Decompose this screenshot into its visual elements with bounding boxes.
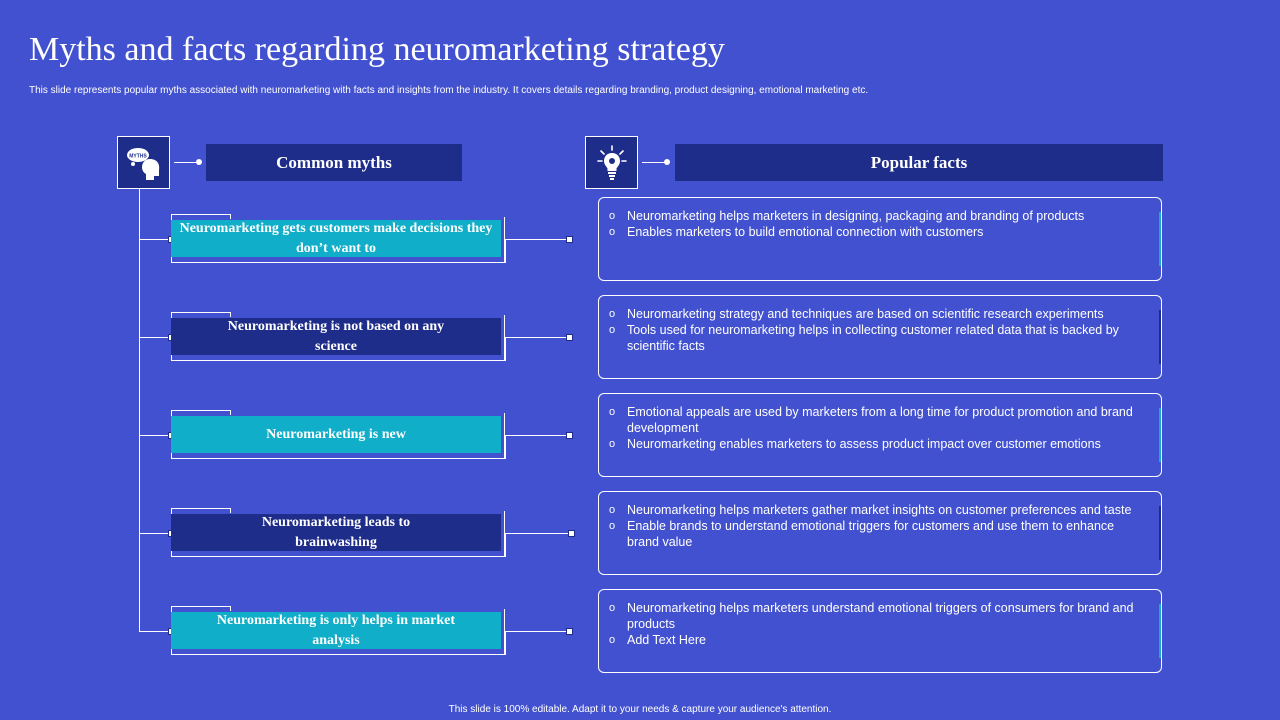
myth-frame-tab [171,410,231,415]
fact-item: Neuromarketing helps marketers understan… [609,600,1147,632]
myth-item: Neuromarketing is not based on any scien… [171,318,501,355]
fact-anchor-node [566,432,573,439]
fact-box-accent [1159,310,1161,364]
fact-box: Neuromarketing strategy and techniques a… [598,295,1162,379]
myth-branch-line [139,337,171,338]
fact-item: Neuromarketing enables marketers to asse… [609,436,1147,452]
fact-item: Tools used for neuromarketing helps in c… [609,322,1147,354]
myth-frame-tab [171,214,231,219]
myth-connector-v [505,435,506,459]
myth-connector-v [505,631,506,655]
myths-header-label: Common myths [276,152,392,172]
fact-item: Enables marketers to build emotional con… [609,224,1147,240]
myth-branch-line [139,631,171,632]
myth-connector-h [505,239,567,240]
facts-header-dot [664,159,670,165]
myths-trunk-line [139,189,140,632]
myth-branch-line [139,239,171,240]
fact-item: Neuromarketing helps marketers in design… [609,208,1147,224]
myth-item: Neuromarketing gets customers make decis… [171,220,501,257]
facts-header-connector [642,162,666,163]
fact-anchor-node [566,628,573,635]
myth-frame-tab [171,508,231,513]
fact-anchor-node [566,334,573,341]
fact-box-accent [1159,506,1161,560]
facts-header-label: Popular facts [870,152,968,172]
fact-box: Neuromarketing helps marketers gather ma… [598,491,1162,575]
fact-item: Neuromarketing strategy and techniques a… [609,306,1147,322]
myths-icon-box: MYTHS [117,136,170,189]
lightbulb-icon [596,144,627,180]
myth-frame-tab [171,312,231,317]
myth-text: Neuromarketing gets customers make decis… [179,220,493,256]
myth-connector-h [505,631,567,632]
footer-note: This slide is 100% editable. Adapt it to… [448,704,832,715]
myths-header: Common myths [206,144,462,181]
myth-connector-v [505,533,506,557]
myth-connector-h [505,533,569,534]
fact-item: Add Text Here [609,632,1147,648]
fact-list: Neuromarketing helps marketers in design… [609,208,1147,240]
myth-connector-v [505,337,506,361]
myth-text: Neuromarketing is only helps in market a… [216,612,456,648]
fact-list: Neuromarketing helps marketers gather ma… [609,502,1147,550]
myths-header-connector [174,162,198,163]
fact-item: Emotional appeals are used by marketers … [609,404,1147,436]
fact-item: Enable brands to understand emotional tr… [609,518,1147,550]
myth-branch-line [139,435,171,436]
facts-icon-box [585,136,638,189]
facts-header: Popular facts [675,144,1163,181]
fact-box-accent [1159,212,1161,266]
myth-branch-line [139,533,171,534]
myth-text: Neuromarketing is new [266,426,406,442]
myth-connector-h [505,337,567,338]
myth-text: Neuromarketing is not based on any scien… [227,318,445,354]
fact-box: Neuromarketing helps marketers understan… [598,589,1162,673]
page-subtitle: This slide represents popular myths asso… [29,85,869,96]
fact-list: Neuromarketing helps marketers understan… [609,600,1147,648]
myth-bubble-text: MYTHS [129,153,147,159]
fact-box: Emotional appeals are used by marketers … [598,393,1162,477]
myth-connector-v [505,239,506,263]
myth-item: Neuromarketing leads to brainwashing [171,514,501,551]
myth-head-icon: MYTHS [126,147,159,180]
fact-anchor-node [568,530,575,537]
page-title: Myths and facts regarding neuromarketing… [29,31,725,68]
fact-box-accent [1159,604,1161,658]
myth-text: Neuromarketing leads to brainwashing [261,514,411,550]
myth-item: Neuromarketing is only helps in market a… [171,612,501,649]
myths-header-dot [196,159,202,165]
fact-list: Emotional appeals are used by marketers … [609,404,1147,452]
myth-connector-h [505,435,567,436]
fact-item: Neuromarketing helps marketers gather ma… [609,502,1147,518]
myth-frame-tab [171,606,231,611]
fact-box-accent [1159,408,1161,462]
fact-list: Neuromarketing strategy and techniques a… [609,306,1147,354]
fact-anchor-node [566,236,573,243]
myth-item: Neuromarketing is new [171,416,501,453]
fact-box: Neuromarketing helps marketers in design… [598,197,1162,281]
